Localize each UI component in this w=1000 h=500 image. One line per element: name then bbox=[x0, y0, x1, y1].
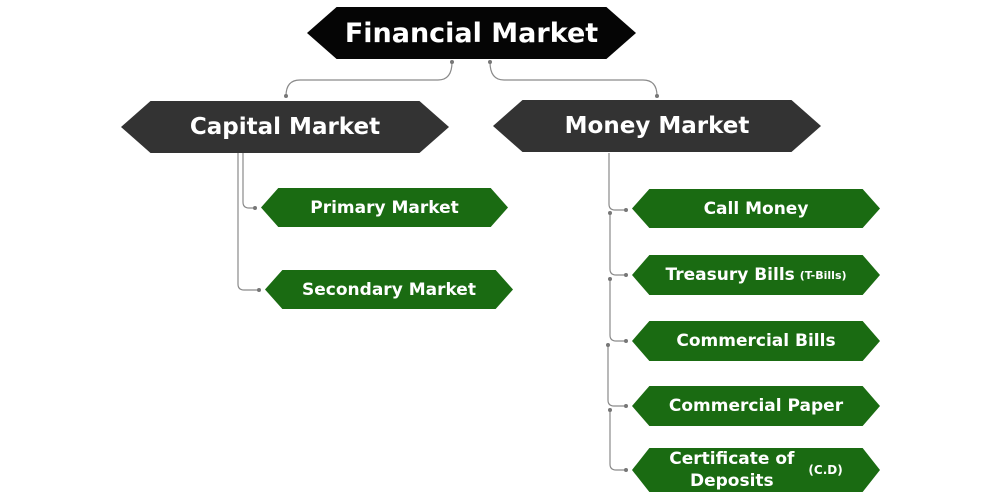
connector-root-capital bbox=[285, 61, 453, 97]
connector-capital-primary bbox=[242, 153, 255, 209]
connector-capital-secondary bbox=[237, 153, 259, 291]
node-call-money: Call Money bbox=[632, 189, 880, 228]
node-secondary-market: Secondary Market bbox=[265, 270, 513, 309]
node-treasury-bills: Treasury Bills (T-Bills) bbox=[632, 255, 880, 295]
node-suffix: (T-Bills) bbox=[799, 268, 847, 282]
connector-money-commercial-paper bbox=[607, 345, 626, 407]
node-certificate-of-deposits: Certificate of Deposits (C.D) bbox=[632, 448, 880, 492]
node-label: Commercial Bills bbox=[676, 331, 836, 351]
node-label: Primary Market bbox=[310, 197, 459, 218]
connector-money-commercial-bills bbox=[609, 279, 626, 342]
node-capital-market: Capital Market bbox=[121, 101, 449, 153]
node-money-market: Money Market bbox=[493, 100, 821, 152]
node-label-line1: Certificate of bbox=[669, 449, 795, 469]
connector-root-money bbox=[489, 61, 658, 97]
node-label: Financial Market bbox=[344, 17, 599, 49]
node-label: Capital Market bbox=[189, 114, 381, 140]
node-commercial-bills: Commercial Bills bbox=[632, 321, 880, 361]
connector-money-call bbox=[608, 153, 626, 211]
node-suffix: (C.D) bbox=[808, 463, 843, 477]
node-label: Secondary Market bbox=[302, 279, 476, 300]
node-commercial-paper: Commercial Paper bbox=[632, 386, 880, 426]
node-label-line2: Deposits bbox=[690, 471, 774, 491]
node-financial-market: Financial Market bbox=[307, 7, 636, 59]
node-label: Money Market bbox=[564, 113, 750, 139]
connector-money-certificate bbox=[609, 410, 626, 471]
node-label: Commercial Paper bbox=[668, 396, 844, 416]
node-label: Call Money bbox=[703, 198, 809, 219]
connector-money-treasury bbox=[609, 213, 626, 276]
node-label: Treasury Bills bbox=[665, 265, 795, 285]
node-primary-market: Primary Market bbox=[261, 188, 508, 227]
